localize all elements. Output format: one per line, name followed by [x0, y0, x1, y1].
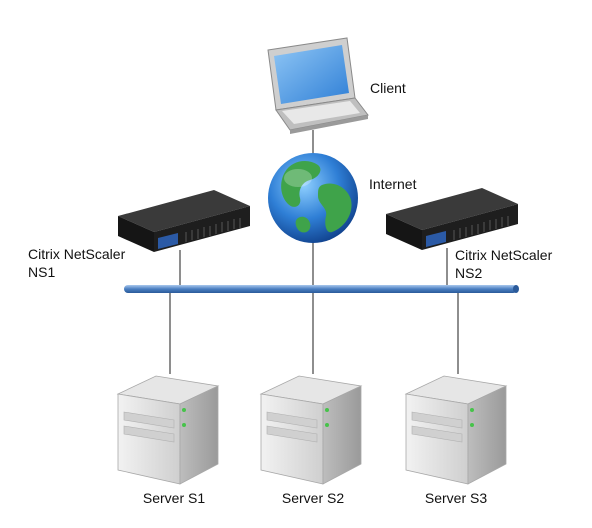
- client-label: Client: [370, 80, 406, 96]
- server-tower-icon-s2: [259, 375, 363, 485]
- ns2-label-line2: NS2: [455, 265, 483, 281]
- globe-icon: [268, 153, 358, 243]
- network-bus: [124, 285, 519, 293]
- laptop-icon: [267, 37, 369, 134]
- server-s1-label: Server S1: [142, 490, 206, 506]
- connection-wires: [169, 130, 459, 374]
- server-tower-icon-s1: [116, 375, 220, 485]
- ns1-label-line2: NS1: [28, 264, 56, 280]
- netscaler-appliance-icon-ns2: [386, 188, 518, 250]
- internet-label: Internet: [369, 176, 417, 192]
- server-s2-label: Server S2: [281, 490, 345, 506]
- netscaler-appliance-icon-ns1: [118, 190, 250, 252]
- ns2-label-line1: Citrix NetScaler: [455, 247, 553, 263]
- ns1-label-line1: Citrix NetScaler: [28, 246, 126, 262]
- server-s3-label: Server S3: [424, 490, 488, 506]
- server-tower-icon-s3: [404, 375, 508, 485]
